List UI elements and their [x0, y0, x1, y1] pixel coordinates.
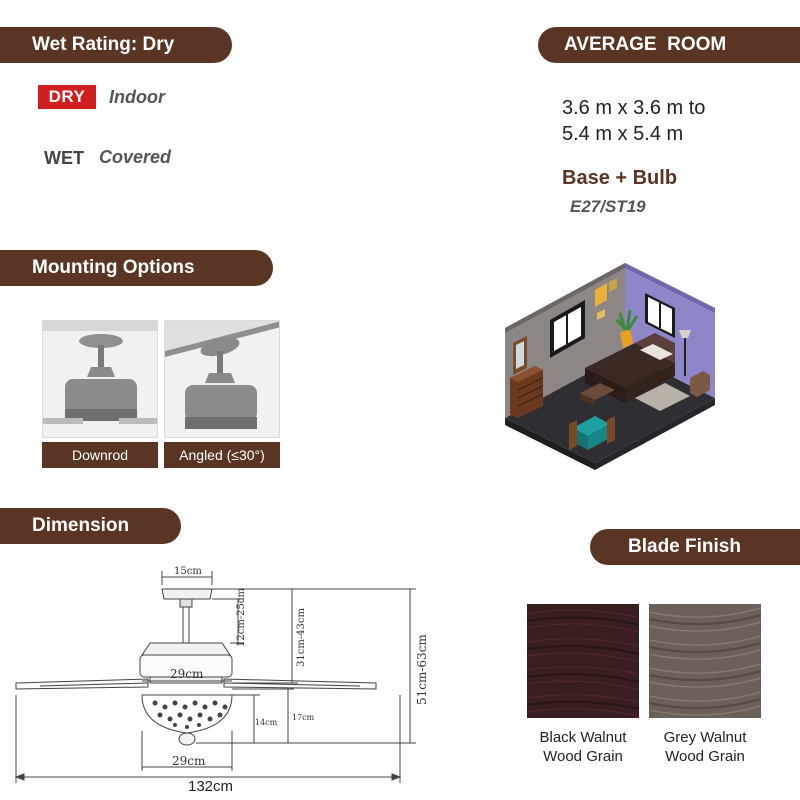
- dimension-header-label: Dimension: [32, 515, 130, 536]
- mounting-options-header-label: Mounting Options: [32, 257, 195, 278]
- dim-motor-width-label: 29cm: [170, 667, 204, 681]
- base-bulb-title: Base + Bulb: [562, 167, 678, 189]
- wet-description: Covered: [99, 147, 172, 167]
- angled-fan-drawing: [165, 321, 279, 429]
- grey-walnut-grain: [649, 607, 761, 716]
- downrod-mount-image: [42, 320, 158, 438]
- dim-light-height-label: 14cm: [255, 718, 278, 727]
- grey-walnut-label: Grey Walnut Wood Grain: [642, 728, 768, 766]
- dim-top-width-label: 15cm: [174, 566, 202, 577]
- black-walnut-label-line1: Black Walnut: [539, 729, 627, 746]
- angled-mount-image: [164, 320, 280, 438]
- dry-description: Indoor: [109, 87, 165, 107]
- room-size-line2: 5.4 m x 5.4 m: [562, 123, 684, 145]
- average-room-header-label: AVERAGE ROOM: [564, 34, 727, 55]
- room-size-line1: 3.6 m x 3.6 m to: [562, 97, 706, 119]
- dimension-diagram: 15cm 12cm-25cm 31cm-43cm 51cm-63cm 29cm …: [14, 566, 429, 795]
- dimension-header: Dimension: [0, 508, 181, 544]
- black-walnut-label: Black Walnut Wood Grain: [520, 728, 646, 766]
- blade-finish-header: Blade Finish: [590, 529, 800, 565]
- base-bulb-value: E27/ST19: [570, 197, 646, 216]
- room-size: 3.6 m x 3.6 m to 5.4 m x 5.4 m: [562, 95, 705, 147]
- wet-label: WET: [44, 148, 84, 168]
- dim-body-height-label: 17cm: [292, 713, 315, 722]
- dim-span-label: 132cm: [188, 778, 233, 795]
- dry-badge: DRY: [38, 85, 96, 109]
- black-walnut-grain: [527, 609, 639, 717]
- dim-to-blade-label: 31cm-43cm: [296, 607, 307, 667]
- downrod-fan-drawing: [43, 321, 157, 424]
- mounting-options-header: Mounting Options: [0, 250, 273, 286]
- dim-downrod-label: 12cm-25cm: [236, 587, 247, 647]
- wet-rating-header-label: Wet Rating: Dry: [32, 34, 175, 55]
- angled-caption: Angled (≤30°): [164, 442, 280, 468]
- dim-overall-label: 51cm-63cm: [415, 634, 429, 705]
- black-walnut-label-line2: Wood Grain: [543, 748, 623, 765]
- dim-bowl-width-label: 29cm: [172, 754, 206, 768]
- grey-walnut-swatch: [649, 604, 761, 718]
- wet-rating-header: Wet Rating: Dry: [0, 27, 232, 63]
- blade-finish-header-label: Blade Finish: [628, 536, 741, 557]
- grey-walnut-label-line2: Wood Grain: [665, 748, 745, 765]
- room-illustration: [505, 263, 715, 470]
- average-room-header: AVERAGE ROOM: [538, 27, 800, 63]
- black-walnut-swatch: [527, 604, 639, 718]
- grey-walnut-label-line1: Grey Walnut: [663, 729, 747, 746]
- downrod-caption: Downrod: [42, 442, 158, 468]
